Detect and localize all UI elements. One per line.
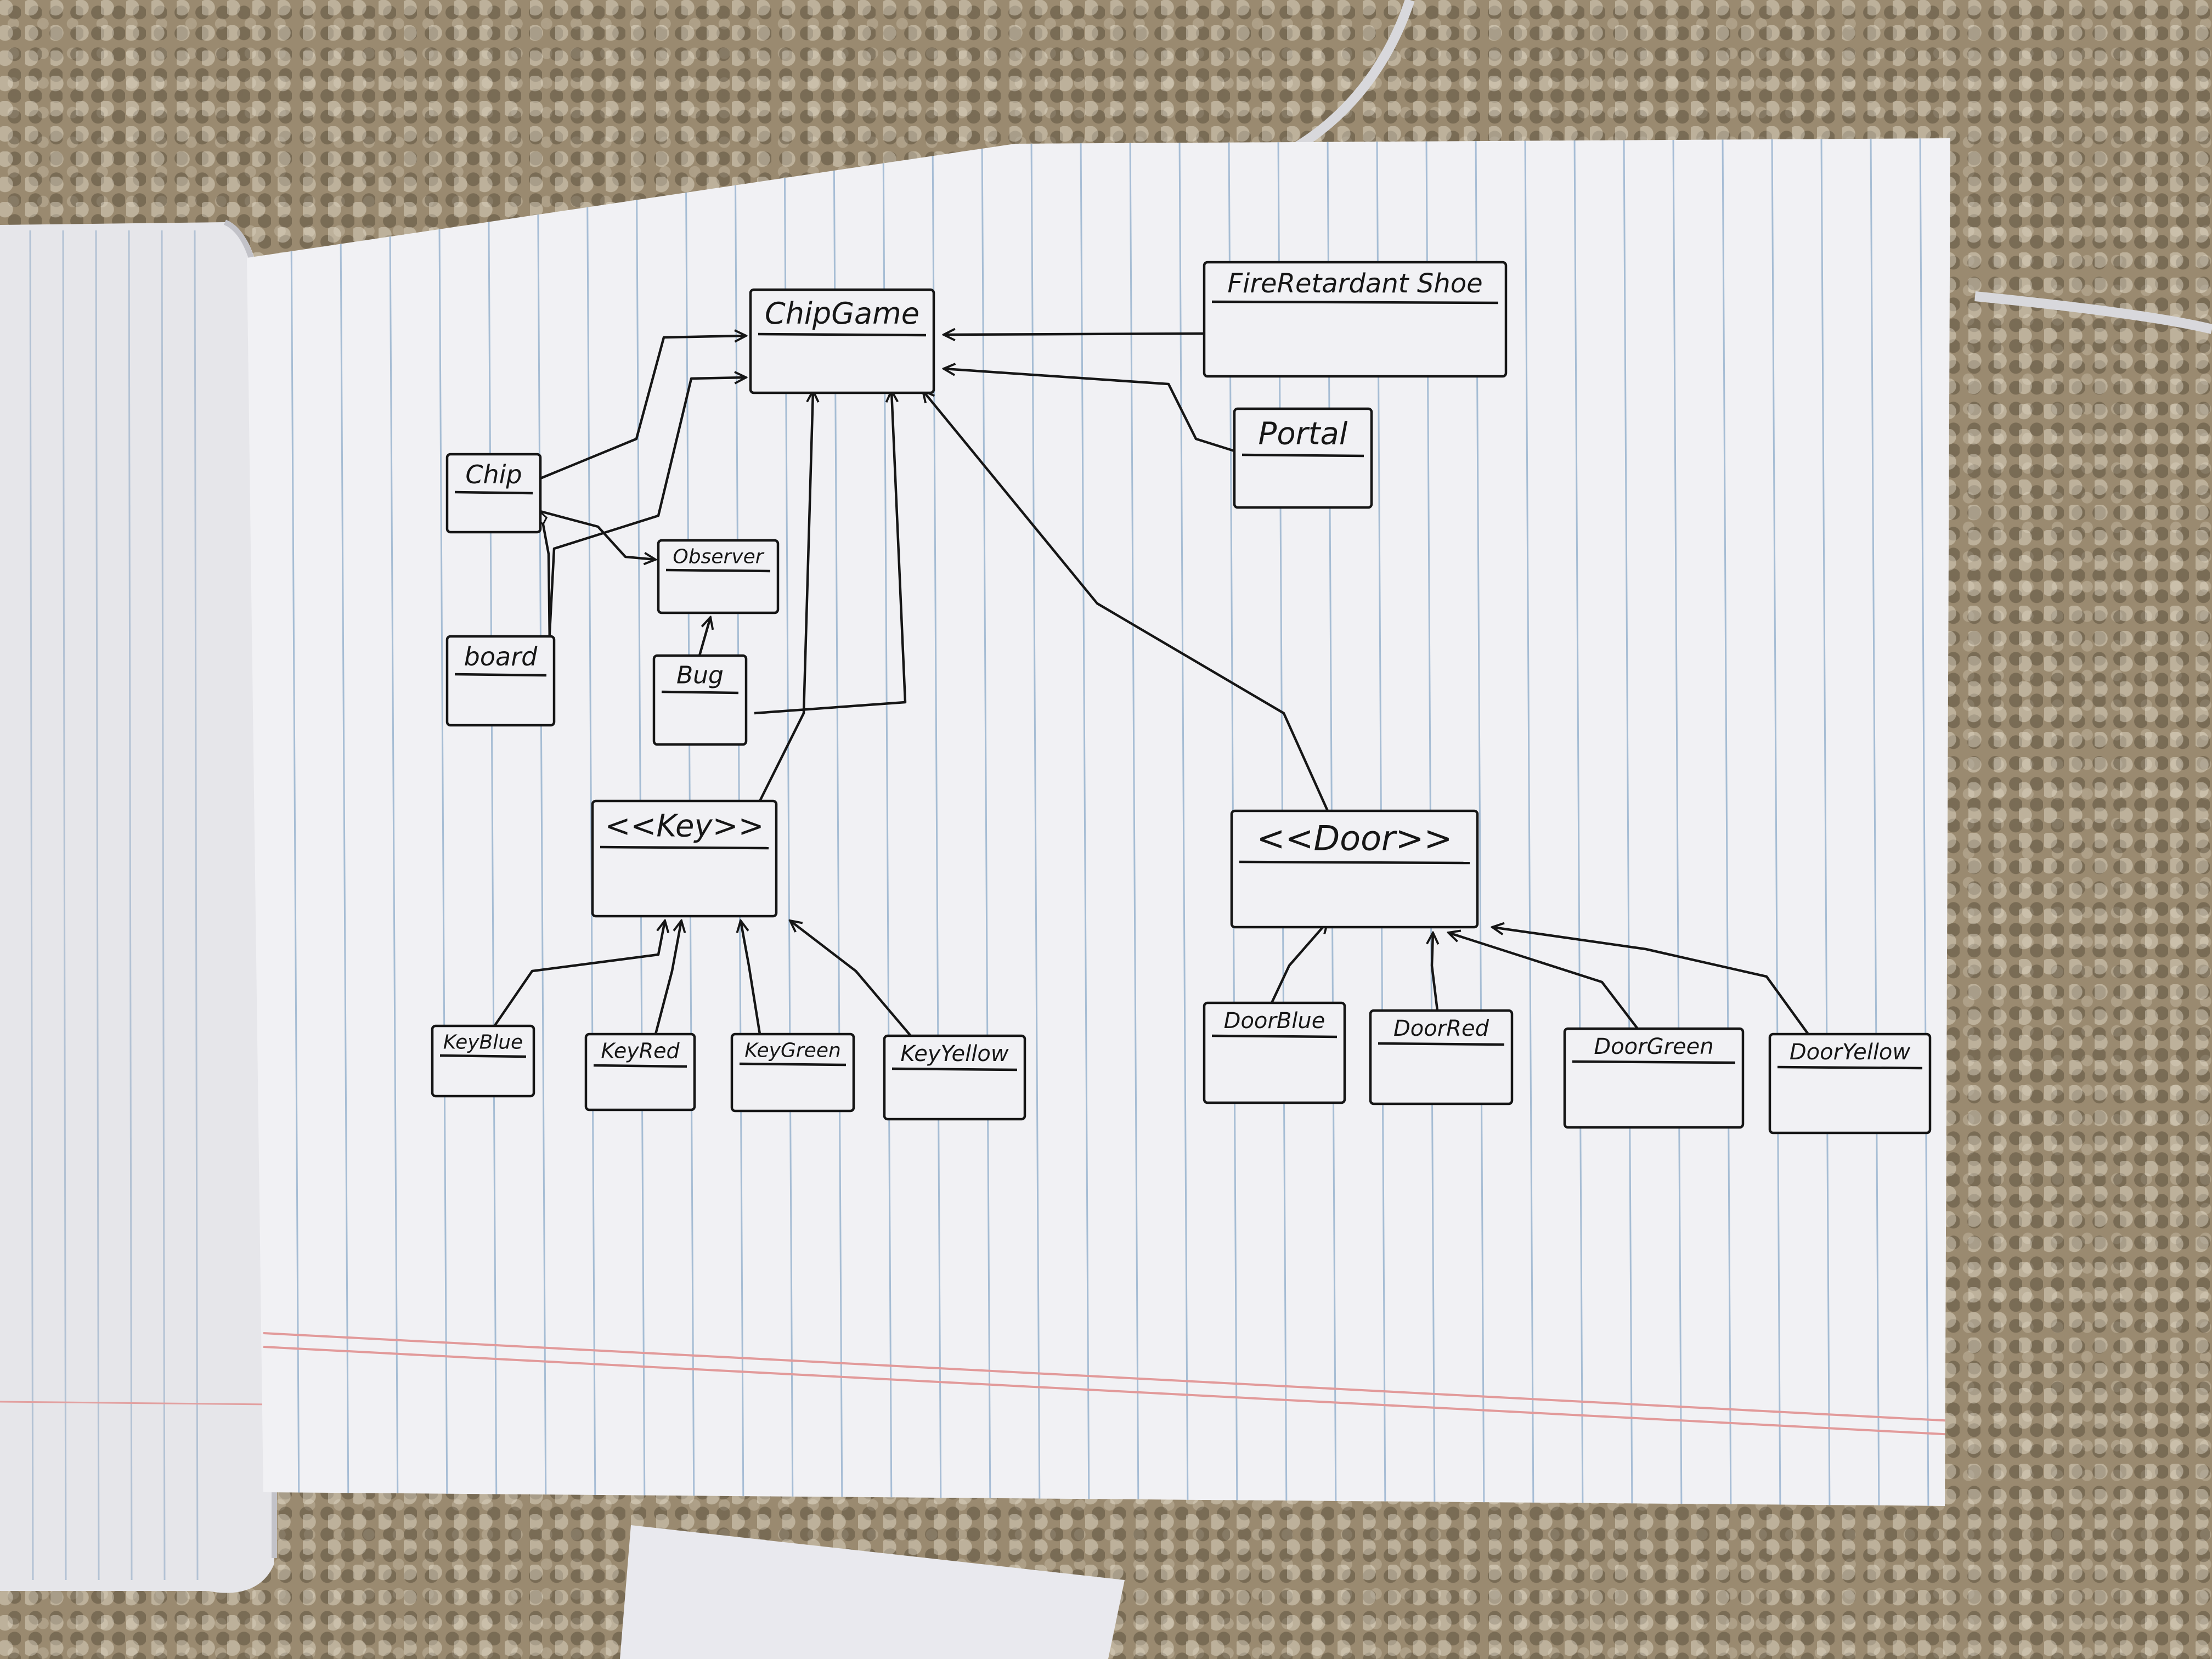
class-box-doorred: DoorRed bbox=[1369, 1009, 1514, 1105]
edge-doorblue-to-door bbox=[1270, 922, 1328, 1003]
class-name-separator bbox=[1211, 300, 1499, 304]
class-box-bug: Bug bbox=[652, 654, 748, 746]
class-box-key: <<Key>> bbox=[591, 799, 778, 918]
edge-doorgreen-to-door bbox=[1448, 933, 1639, 1030]
class-name-separator bbox=[758, 332, 927, 337]
class-box-outline bbox=[584, 1032, 696, 1111]
class-box-fire: FireRetardant Shoe bbox=[1203, 261, 1508, 378]
class-name: DoorBlue bbox=[1224, 1008, 1325, 1034]
class-name: KeyYellow bbox=[900, 1041, 1008, 1066]
edge-bug-to-observer bbox=[698, 617, 710, 656]
class-box-doorgreen: DoorGreen bbox=[1563, 1027, 1745, 1129]
edge-board-to-chipgame bbox=[547, 377, 746, 653]
class-name: Observer bbox=[673, 545, 764, 568]
class-box-keyblue: KeyBlue bbox=[431, 1024, 535, 1098]
class-box-outline bbox=[1563, 1027, 1745, 1129]
edge-chip-to-observer bbox=[540, 510, 656, 560]
class-box-outline bbox=[652, 654, 748, 746]
class-box-outline bbox=[1230, 809, 1479, 929]
class-box-outline bbox=[1233, 407, 1373, 509]
class-box-outline bbox=[445, 635, 556, 727]
edge-door-to-chipgame bbox=[923, 391, 1329, 811]
cable-2 bbox=[1974, 291, 2212, 334]
class-box-outline bbox=[591, 799, 778, 918]
class-name-separator bbox=[1211, 1034, 1338, 1039]
class-name: board bbox=[464, 642, 538, 672]
class-name: ChipGame bbox=[765, 296, 919, 331]
notebook-page bbox=[247, 138, 1950, 1506]
class-name-separator bbox=[665, 568, 771, 573]
class-name-separator bbox=[1242, 453, 1364, 458]
edge-keygreen-to-key bbox=[741, 921, 761, 1035]
class-box-outline bbox=[1203, 1001, 1346, 1104]
edge-chip-to-chipgame bbox=[540, 336, 746, 480]
class-name-separator bbox=[1239, 860, 1470, 865]
class-name-separator bbox=[891, 1067, 1018, 1071]
class-box-door: <<Door>> bbox=[1230, 809, 1479, 929]
edge-portal-to-chipgame bbox=[944, 369, 1235, 453]
edge-keyyellow-to-key bbox=[790, 921, 912, 1037]
loose-paper bbox=[620, 1525, 1125, 1659]
class-box-observer: Observer bbox=[657, 539, 780, 614]
class-name: DoorYellow bbox=[1790, 1040, 1911, 1065]
class-name: KeyBlue bbox=[443, 1031, 523, 1053]
class-box-outline bbox=[1203, 261, 1508, 378]
class-name: Bug bbox=[676, 662, 724, 690]
edge-keyred-to-key bbox=[654, 921, 681, 1035]
class-box-outline bbox=[1369, 1009, 1514, 1105]
class-name: DoorGreen bbox=[1594, 1034, 1713, 1059]
class-name-separator bbox=[1572, 1060, 1736, 1064]
class-name: DoorRed bbox=[1393, 1016, 1489, 1041]
edge-fire-to-chipgame bbox=[944, 334, 1205, 335]
class-box-outline bbox=[883, 1034, 1026, 1121]
edge-keyblue-to-key bbox=[493, 921, 665, 1028]
cable bbox=[1260, 0, 1415, 170]
edge-dooryellow-to-door bbox=[1492, 927, 1809, 1035]
class-box-outline bbox=[431, 1024, 535, 1098]
class-box-outline bbox=[730, 1032, 855, 1113]
class-diagram: ChipGame FireRetardant ShoePortalChipObse… bbox=[431, 261, 1932, 1135]
class-box-keyred: KeyRed bbox=[584, 1032, 696, 1111]
class-name-separator bbox=[439, 1054, 527, 1058]
edge-doorred-to-door bbox=[1432, 933, 1437, 1011]
class-box-chip: Chip bbox=[445, 453, 542, 534]
class-name-separator bbox=[593, 1064, 687, 1068]
class-box-doorblue: DoorBlue bbox=[1203, 1001, 1346, 1104]
class-name-separator bbox=[1777, 1065, 1923, 1070]
class-name-separator bbox=[454, 673, 547, 677]
rolled-pages bbox=[0, 219, 277, 1593]
class-box-portal: Portal bbox=[1233, 407, 1373, 509]
class-name-separator bbox=[600, 845, 769, 850]
class-name-separator bbox=[454, 490, 533, 495]
edge-board-to-chip bbox=[542, 518, 551, 645]
class-name: FireRetardant Shoe bbox=[1227, 268, 1482, 299]
class-name: <<Key>> bbox=[605, 808, 764, 844]
class-name-separator bbox=[661, 690, 739, 695]
class-box-board: board bbox=[445, 635, 556, 727]
class-box-outline bbox=[657, 539, 780, 614]
class-box-chipgame: ChipGame bbox=[749, 288, 935, 394]
class-name-separator bbox=[739, 1062, 847, 1066]
class-box-keygreen: KeyGreen bbox=[730, 1032, 855, 1113]
class-box-dooryellow: DoorYellow bbox=[1768, 1032, 1932, 1135]
class-box-keyyellow: KeyYellow bbox=[883, 1034, 1026, 1121]
class-name: KeyGreen bbox=[744, 1039, 841, 1062]
class-name: Portal bbox=[1259, 416, 1348, 452]
class-name: Chip bbox=[465, 460, 522, 489]
edge-key-to-chipgame bbox=[758, 391, 813, 802]
margin-line bbox=[263, 1332, 1950, 1436]
class-name: KeyRed bbox=[601, 1039, 680, 1063]
class-name-separator bbox=[1378, 1042, 1505, 1046]
class-box-outline bbox=[749, 288, 935, 394]
class-name: <<Door>> bbox=[1257, 818, 1453, 858]
class-box-outline bbox=[1768, 1032, 1932, 1135]
